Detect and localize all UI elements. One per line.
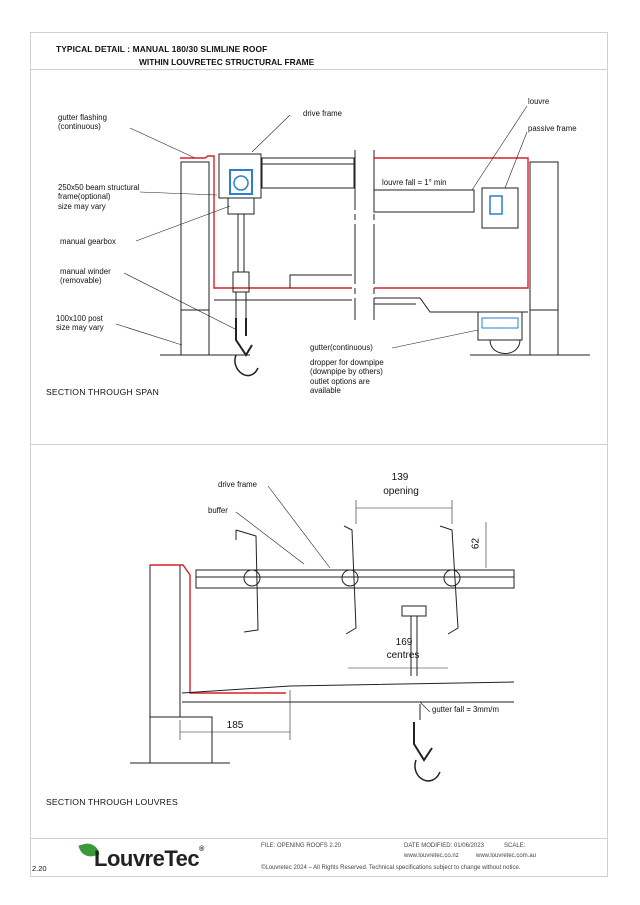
- label-dropper: dropper for downpipe (downpipe by others…: [310, 358, 384, 396]
- label-drive-frame: drive frame: [303, 109, 342, 118]
- passive-frame: [481, 187, 519, 229]
- logo: LouvreTec®: [94, 846, 204, 871]
- logo-text: LouvreTec: [94, 846, 200, 871]
- drive-frame-rail: [195, 569, 515, 589]
- label-drive-frame-2: drive frame: [218, 480, 257, 489]
- footer-scale: SCALE:: [504, 843, 526, 849]
- louvre-left-post: [149, 564, 181, 718]
- footer-web-nz[interactable]: www.louvretec.co.nz: [404, 853, 459, 859]
- label-gutter: gutter(continuous): [310, 343, 373, 352]
- footer-web-au[interactable]: www.louvretec.com.au: [476, 853, 537, 859]
- dropper: [477, 311, 523, 341]
- footer-rule: [30, 838, 608, 839]
- title-line-1: TYPICAL DETAIL : MANUAL 180/30 SLIMLINE …: [56, 44, 268, 54]
- label-buffer: buffer: [208, 506, 228, 515]
- dim-139: 139: [391, 472, 409, 483]
- footer-file: FILE: OPENING ROOFS 2.20: [261, 843, 342, 849]
- page-number: 2.20: [32, 864, 47, 873]
- label-gutter-flashing: gutter flashing (continuous): [58, 113, 107, 132]
- title-line-2: WITHIN LOUVRETEC STRUCTURAL FRAME: [139, 57, 315, 67]
- label-gutter-fall: gutter fall = 3mm/m: [432, 705, 499, 714]
- footer-copyright: ©Louvretec 2024 – All Rights Reserved. T…: [261, 865, 521, 871]
- louvre-section-title: SECTION THROUGH LOUVRES: [46, 797, 178, 807]
- span-section-title: SECTION THROUGH SPAN: [46, 387, 160, 397]
- section-divider: [30, 444, 608, 445]
- dim-opening: opening: [383, 486, 419, 497]
- header-rule: [30, 69, 608, 70]
- label-gearbox: manual gearbox: [60, 237, 116, 246]
- label-beam: 250x50 beam structural frame(optional) s…: [58, 183, 140, 211]
- right-post: [529, 161, 559, 311]
- label-passive-frame: passive frame: [528, 124, 577, 133]
- dim-62: 62: [470, 537, 482, 550]
- gearbox: [227, 197, 255, 215]
- dim-185: 185: [226, 720, 244, 731]
- left-post: [180, 161, 210, 311]
- footer-date: DATE MODIFIED: 01/06/2023: [404, 843, 484, 849]
- label-louvre: louvre: [528, 97, 550, 106]
- label-winder: manual winder (removable): [60, 267, 111, 286]
- label-post: 100x100 post size may vary: [56, 314, 104, 333]
- drawing-frame: [30, 32, 608, 877]
- dim-centres: centres: [386, 650, 420, 661]
- dim-169: 169: [395, 637, 413, 648]
- label-louvre-fall: louvre fall = 1° min: [382, 178, 447, 187]
